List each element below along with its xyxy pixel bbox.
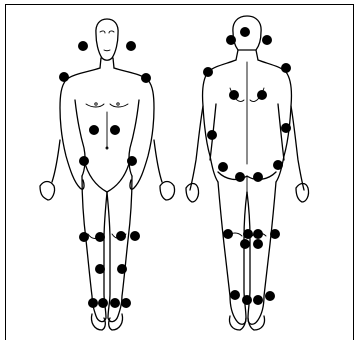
front-tender-point-lateral-epicondyle-right bbox=[127, 156, 137, 166]
back-tender-point-supraspinatus-left bbox=[229, 90, 239, 100]
back-tender-point-elbow-left bbox=[207, 130, 217, 140]
back-tender-point-heel-right-outer bbox=[265, 291, 275, 301]
front-tender-point-ankle-left-outer bbox=[88, 298, 98, 308]
front-tender-point-lateral-epicondyle-left bbox=[79, 156, 89, 166]
back-tender-point-supraspinatus-right bbox=[257, 90, 267, 100]
back-tender-point-gluteal-right-outer bbox=[273, 160, 283, 170]
back-tender-point-knee-right-outer bbox=[270, 229, 280, 239]
back-tender-point-knee-left-outer bbox=[223, 229, 233, 239]
front-tender-point-medial-knee-right-outer bbox=[130, 231, 140, 241]
front-tender-point-second-rib-left bbox=[89, 125, 99, 135]
back-tender-point-gluteal-right-inner bbox=[253, 172, 263, 182]
back-tender-point-trapezius-left bbox=[203, 67, 213, 77]
back-tender-point-heel-right-inner bbox=[253, 295, 263, 305]
back-tender-point-elbow-right bbox=[281, 123, 291, 133]
back-tender-point-heel-left-inner bbox=[242, 295, 252, 305]
back-tender-point-calf-left bbox=[240, 239, 250, 249]
front-tender-point-medial-knee-left-inner bbox=[95, 232, 105, 242]
front-tender-point-low-cervical-right bbox=[141, 73, 151, 83]
back-tender-point-gluteal-left-outer bbox=[218, 162, 228, 172]
back-legs bbox=[218, 182, 247, 324]
front-tender-point-ankle-right-inner bbox=[110, 298, 120, 308]
back-tender-point-crown bbox=[240, 27, 250, 37]
back-tender-point-gluteal-left-inner bbox=[235, 172, 245, 182]
back-tender-point-trapezius-right bbox=[281, 63, 291, 73]
front-tender-point-medial-knee-right-inner bbox=[116, 231, 126, 241]
front-tender-point-shin-right bbox=[117, 264, 127, 274]
back-tender-point-occiput-left bbox=[226, 35, 236, 45]
front-tender-point-low-cervical-left bbox=[59, 72, 69, 82]
front-tender-point-shin-left bbox=[95, 264, 105, 274]
front-tender-point-ankle-right-outer bbox=[121, 298, 131, 308]
back-tender-point-occiput-right bbox=[262, 35, 272, 45]
front-tender-point-occiput-left bbox=[78, 41, 88, 51]
back-tender-point-knee-left-inner bbox=[243, 229, 253, 239]
back-tender-point-heel-left-outer bbox=[230, 290, 240, 300]
front-tender-point-occiput-right bbox=[126, 41, 136, 51]
front-tender-point-medial-knee-left-outer bbox=[79, 232, 89, 242]
back-tender-point-knee-right-inner bbox=[253, 229, 263, 239]
front-tender-point-ankle-left-inner bbox=[98, 298, 108, 308]
back-tender-point-calf-right bbox=[253, 239, 263, 249]
front-head bbox=[96, 19, 118, 60]
front-tender-point-second-rib-right bbox=[110, 125, 120, 135]
back-figure bbox=[186, 16, 309, 330]
front-figure bbox=[40, 19, 175, 330]
